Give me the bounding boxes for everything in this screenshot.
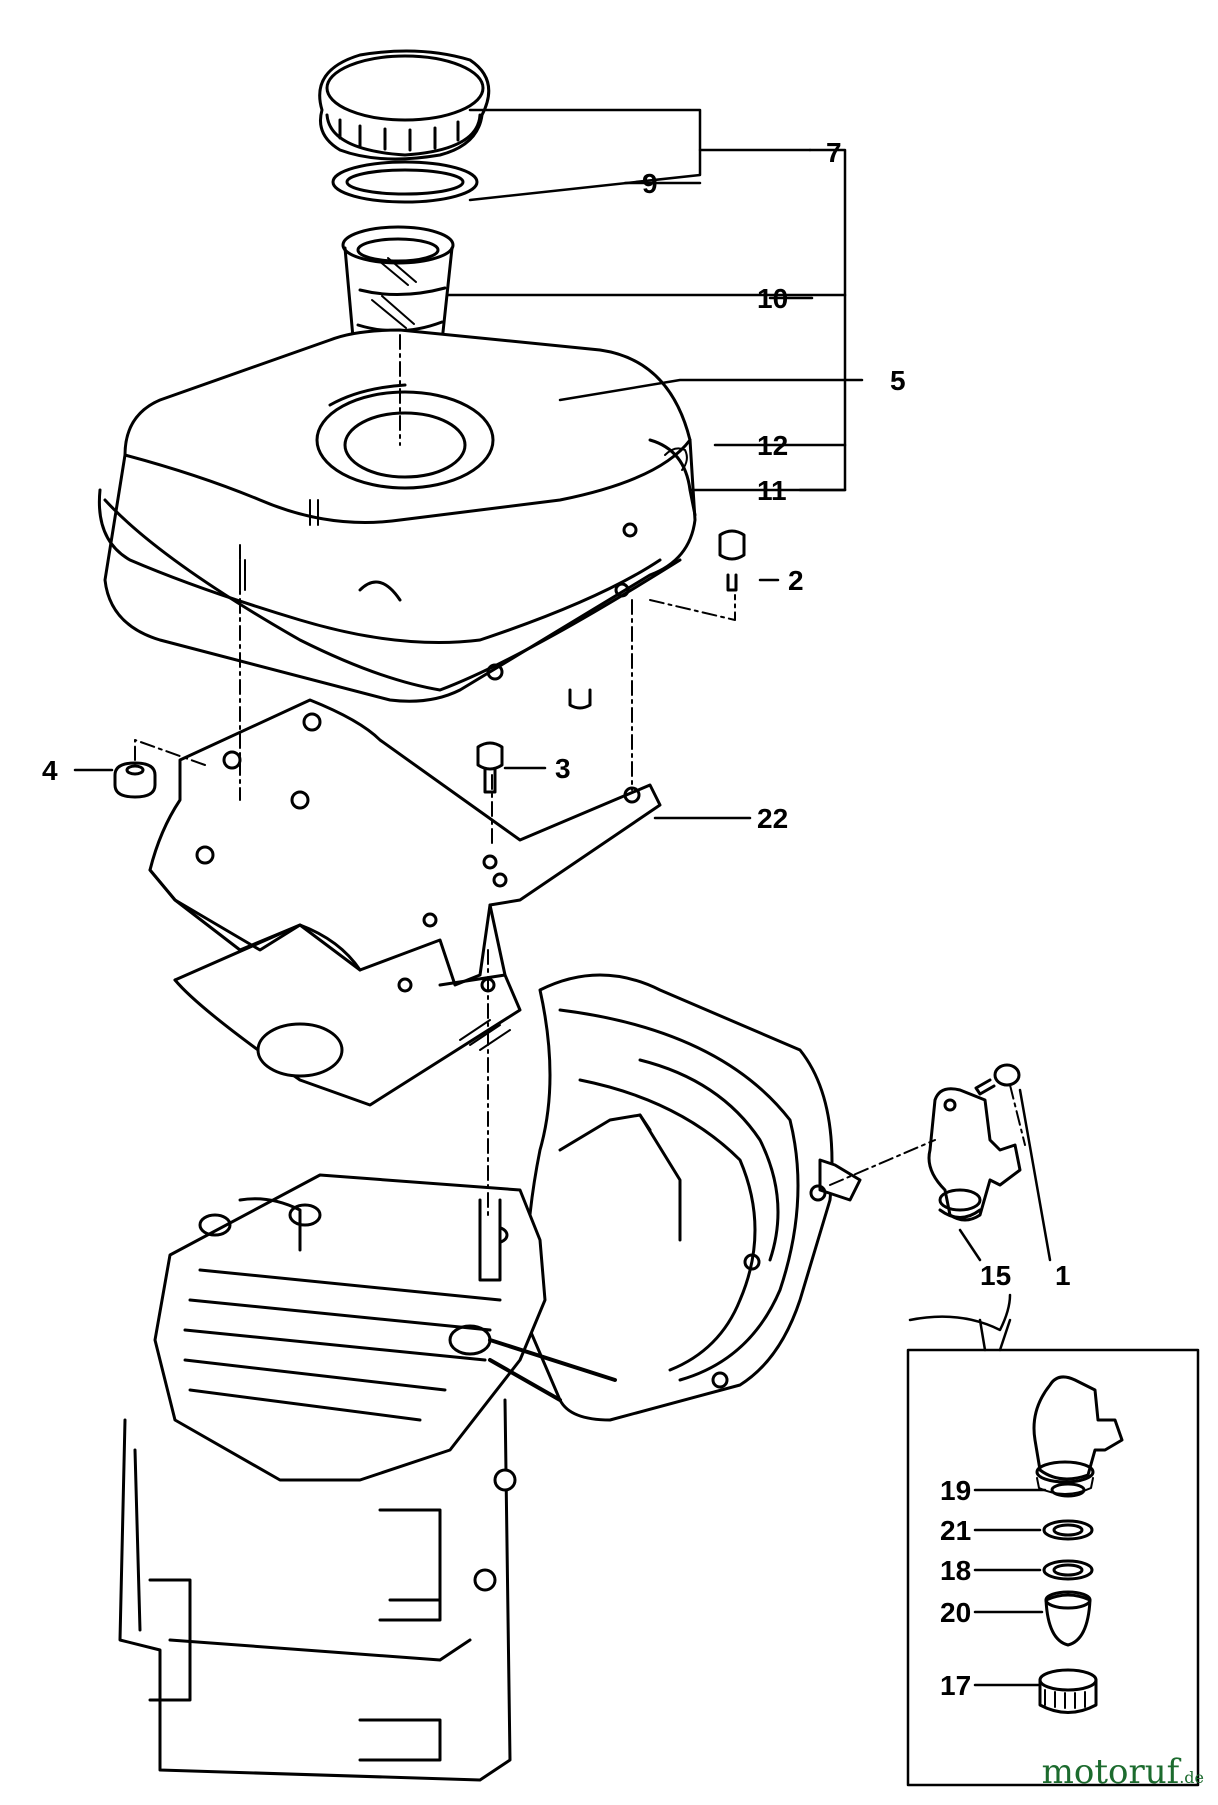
callout-7: 7 [826, 137, 842, 168]
callout-1: 1 [1055, 1260, 1071, 1291]
callout-9: 9 [642, 168, 658, 199]
watermark-tld: .de [1179, 1768, 1204, 1787]
callout-15-bracket [908, 1293, 1012, 1332]
callout-15: 15 [980, 1260, 1011, 1291]
callout-21: 21 [940, 1515, 971, 1546]
callout-17: 17 [940, 1670, 971, 1701]
callout-22: 22 [757, 803, 788, 834]
leader-lines [73, 108, 1052, 1687]
callout-2: 2 [788, 565, 804, 596]
engine-block [118, 1173, 617, 1782]
blower-housing [525, 973, 862, 1422]
fuel-valve [927, 1087, 1022, 1222]
screw-1 [974, 1063, 1021, 1096]
callout-5: 5 [890, 365, 906, 396]
watermark: motoruf.de [1042, 1752, 1204, 1792]
assembly-lines [134, 334, 1026, 1221]
callout-19: 19 [940, 1475, 971, 1506]
fuel-cap [318, 49, 491, 161]
callout-10: 10 [757, 283, 788, 314]
watermark-main: motoruf [1041, 1752, 1180, 1792]
valve-detail [1032, 1375, 1124, 1714]
bolt-3 [476, 741, 504, 794]
bolt-2 [718, 529, 746, 592]
tank-bracket [148, 698, 662, 1107]
callout-18: 18 [940, 1555, 971, 1586]
callout-20: 20 [940, 1597, 971, 1628]
callout-3: 3 [555, 753, 571, 784]
callout-11: 11 [757, 475, 787, 506]
fuel-tank [97, 328, 697, 710]
cap-gasket [331, 160, 479, 204]
callout-4: 4 [42, 755, 58, 786]
nut-4 [113, 761, 157, 799]
callout-labels: 7 9 10 5 12 11 2 4 3 22 15 1 19 21 18 20… [42, 137, 1071, 1701]
callout-12: 12 [757, 430, 788, 461]
